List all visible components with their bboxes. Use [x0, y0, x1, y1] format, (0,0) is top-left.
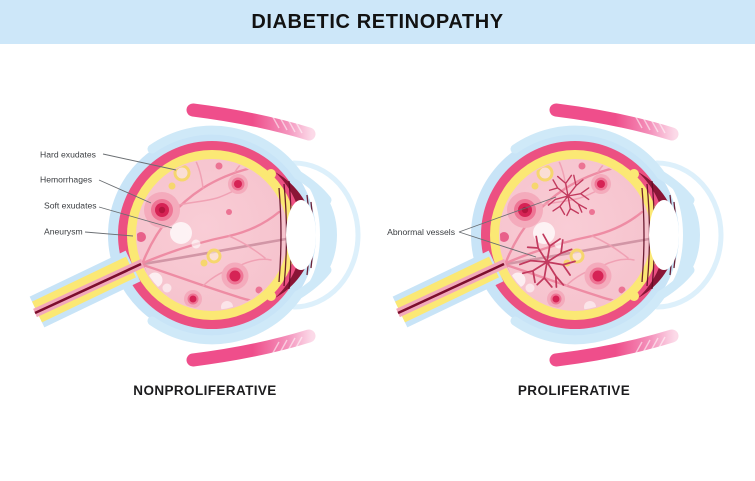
leader-line-hard-exudates	[102, 153, 177, 171]
caption-proliferative: PROLIFERATIVE	[517, 383, 631, 398]
label-hemorrhages: Hemorrhages	[40, 175, 92, 185]
leader-line-aneurysm	[84, 231, 134, 237]
header-banner: DIABETIC RETINOPATHY	[0, 0, 755, 44]
eye-diagram-nonproliferative	[35, 110, 358, 360]
page-title: DIABETIC RETINOPATHY	[251, 10, 504, 33]
label-aneurysm: Aneurysm	[44, 227, 83, 237]
leader-line-abnormal-vessels-upper	[458, 196, 557, 233]
leader-line-soft-exudates	[98, 206, 173, 229]
leader-line-abnormal-vessels-lower	[458, 231, 537, 258]
caption-nonproliferative: NONPROLIFERATIVE	[133, 383, 277, 398]
leader-lines-nonproliferative	[84, 153, 177, 237]
label-soft-exudates: Soft exudates	[44, 201, 97, 211]
label-hard-exudates: Hard exudates	[40, 150, 96, 160]
leader-lines-proliferative	[458, 196, 557, 258]
leader-line-hemorrhages	[98, 179, 152, 204]
label-abnormal-vessels: Abnormal vessels	[387, 227, 455, 237]
